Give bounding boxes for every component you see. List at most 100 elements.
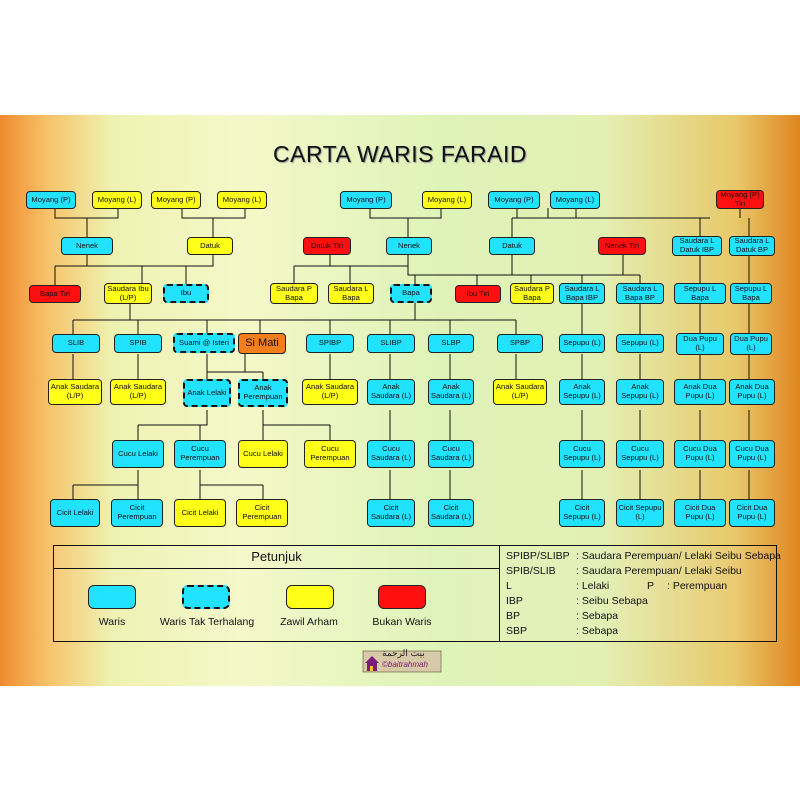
node-spib: SPIB <box>114 334 162 353</box>
node-moyang-p-tiri: Moyang (P) Tiri <box>716 190 764 209</box>
legend-label-zawil-arham: Zawil Arham <box>280 616 338 628</box>
logo-name: ©baitrahmah <box>382 660 428 669</box>
node-saudara-l-datuk-ibp: Saudara L Datuk IBP <box>672 236 722 256</box>
node-datuk-tiri: Datuk Tiri <box>303 237 351 255</box>
node-saudara-l-bapa-ibp: Saudara L Bapa IBP <box>559 283 605 304</box>
node-dua-pupu-l: Dua Pupu (L) <box>730 333 772 355</box>
abbr-key: IBP <box>506 595 523 607</box>
node-dua-pupu-l: Dua Pupu (L) <box>676 333 724 355</box>
node-anak-saudara-l: Anak Saudara (L) <box>367 379 415 405</box>
node-sepupu-l-bapa: Sepupu L Bapa <box>674 283 726 304</box>
node-suami-isteri: Suami @ Isteri <box>173 333 235 353</box>
node-saudara-ibu: Saudara Ibu (L/P) <box>104 283 152 304</box>
node-saudara-p-bapa: Saudara P Bapa <box>510 283 554 304</box>
node-spbp: SPBP <box>497 334 543 353</box>
node-cicit-dua-pupu-l: Cicit Dua Pupu (L) <box>729 499 775 527</box>
abbr-key: L <box>506 580 512 592</box>
node-cucu-saudara-l: Cucu Saudara (L) <box>428 440 474 468</box>
legend-panel: Petunjuk Waris Waris Tak Terhalang Zawil… <box>53 545 781 642</box>
node-cicit-perempuan: Cicit Perempuan <box>111 499 163 527</box>
node-anak-saudara-lp: Anak Saudara (L/P) <box>493 379 547 405</box>
abbr-value: : Saudara Perempuan/ Lelaki Seibu Sebapa <box>576 550 781 562</box>
legend-swatch-waris <box>88 585 136 609</box>
node-anak-dua-pupu-l: Anak Dua Pupu (L) <box>674 379 726 405</box>
logo: بيت الرحمة ©baitrahmah <box>362 645 442 673</box>
node-nenek: Nenek <box>61 237 113 255</box>
node-nenek-tiri: Nenek Tiri <box>598 237 646 255</box>
node-cucu-dua-pupu-l: Cucu Dua Pupu (L) <box>729 440 775 468</box>
abbr-key: SPIBP/SLIBP <box>506 550 570 562</box>
node-ibu-tiri: Ibu Tiri <box>455 285 501 303</box>
node-ibu: Ibu <box>163 284 209 303</box>
node-moyang-l: Moyang (L) <box>422 191 472 209</box>
node-saudara-p-bapa: Saudara P Bapa <box>270 283 318 304</box>
node-moyang-p: Moyang (P) <box>151 191 201 209</box>
node-saudara-l-bapa-bp: Saudara L Bapa BP <box>616 283 664 304</box>
legend-label-waris-tak-terhalang: Waris Tak Terhalang <box>159 616 255 628</box>
node-cicit-lelaki: Cicit Lelaki <box>174 499 226 527</box>
node-anak-lelaki: Anak Lelaki <box>183 379 231 407</box>
node-anak-saudara-lp: Anak Saudara (L/P) <box>302 379 358 405</box>
node-cicit-sepupu-l: Cicit Sepupu (L) <box>616 499 664 527</box>
abbr-value: : Sebapa <box>576 610 619 622</box>
abbr-value: : Saudara Perempuan/ Lelaki Seibu <box>576 565 742 577</box>
node-nenek: Nenek <box>386 237 432 255</box>
node-moyang-l: Moyang (L) <box>92 191 142 209</box>
abbr-value: : Seibu Sebapa <box>576 595 648 607</box>
abbr-value: : Perempuan <box>667 580 728 592</box>
node-cucu-sepupu-l: Cucu Sepupu (L) <box>559 440 605 468</box>
node-bapa-tiri: Bapa Tiri <box>29 285 81 303</box>
node-cucu-perempuan: Cucu Perempuan <box>174 440 226 468</box>
node-sepupu-l-bapa: Sepupu L Bapa <box>730 283 772 304</box>
node-moyang-p: Moyang (P) <box>26 191 76 209</box>
node-slbp: SLBP <box>428 334 474 353</box>
node-cicit-lelaki: Cicit Lelaki <box>50 499 100 527</box>
node-cicit-saudara-l: Cicit Saudara (L) <box>428 499 474 527</box>
abbr-value: : Lelaki <box>576 580 610 592</box>
node-cucu-perempuan: Cucu Perempuan <box>304 440 356 468</box>
node-cicit-saudara-l: Cicit Saudara (L) <box>367 499 415 527</box>
node-bapa: Bapa <box>390 284 432 303</box>
legend-swatch-bukan-waris <box>378 585 426 609</box>
node-cucu-sepupu-l: Cucu Sepupu (L) <box>616 440 664 468</box>
chart-title: CARTA WARIS FARAID <box>273 141 527 167</box>
node-anak-perempuan: Anak Perempuan <box>238 379 288 407</box>
legend-swatch-waris-tak-terhalang <box>182 585 230 609</box>
node-spibp: SPIBP <box>306 334 354 353</box>
node-moyang-p: Moyang (P) <box>340 191 392 209</box>
node-cicit-dua-pupu-l: Cicit Dua Pupu (L) <box>674 499 726 527</box>
node-anak-dua-pupu-l: Anak Dua Pupu (L) <box>729 379 775 405</box>
node-anak-saudara-lp: Anak Saudara (L/P) <box>110 379 166 405</box>
node-anak-saudara-lp: Anak Saudara (L/P) <box>48 379 102 405</box>
abbr-key: P <box>647 580 655 592</box>
abbr-key: SPIB/SLIB <box>506 565 556 577</box>
node-saudara-l-bapa: Saudara L Bapa <box>328 283 374 304</box>
node-cucu-dua-pupu-l: Cucu Dua Pupu (L) <box>674 440 726 468</box>
abbr-value: : Sebapa <box>576 625 619 637</box>
node-anak-saudara-l: Anak Saudara (L) <box>428 379 474 405</box>
node-sepupu-l: Sepupu (L) <box>559 334 605 353</box>
node-cucu-saudara-l: Cucu Saudara (L) <box>367 440 415 468</box>
house-logo-icon <box>362 650 442 673</box>
node-cicit-sepupu-l: Cicit Sepupu (L) <box>559 499 605 527</box>
abbr-key: SBP <box>506 625 528 637</box>
node-cucu-lelaki: Cucu Lelaki <box>112 440 164 468</box>
legend-swatch-zawil-arham <box>286 585 334 609</box>
node-moyang-l: Moyang (L) <box>217 191 267 209</box>
legend-label-bukan-waris: Bukan Waris <box>372 616 432 628</box>
legend-label-waris: Waris <box>98 616 126 628</box>
node-anak-sepupu-l: Anak Sepupu (L) <box>616 379 664 405</box>
node-datuk: Datuk <box>187 237 233 255</box>
node-moyang-p: Moyang (P) <box>488 191 540 209</box>
node-si-mati: Si Mati <box>238 333 286 354</box>
node-cucu-lelaki: Cucu Lelaki <box>238 440 288 468</box>
logo-arabic-text: بيت الرحمة <box>382 649 425 659</box>
node-moyang-l: Moyang (L) <box>550 191 600 209</box>
node-slib: SLIB <box>52 334 100 353</box>
node-saudara-l-datuk-bp: Saudara L Datuk BP <box>729 236 775 256</box>
legend-title: Petunjuk <box>54 546 499 569</box>
abbr-key: BP <box>506 610 521 622</box>
legend-divider <box>499 546 500 641</box>
node-anak-sepupu-l: Anak Sepupu (L) <box>559 379 605 405</box>
